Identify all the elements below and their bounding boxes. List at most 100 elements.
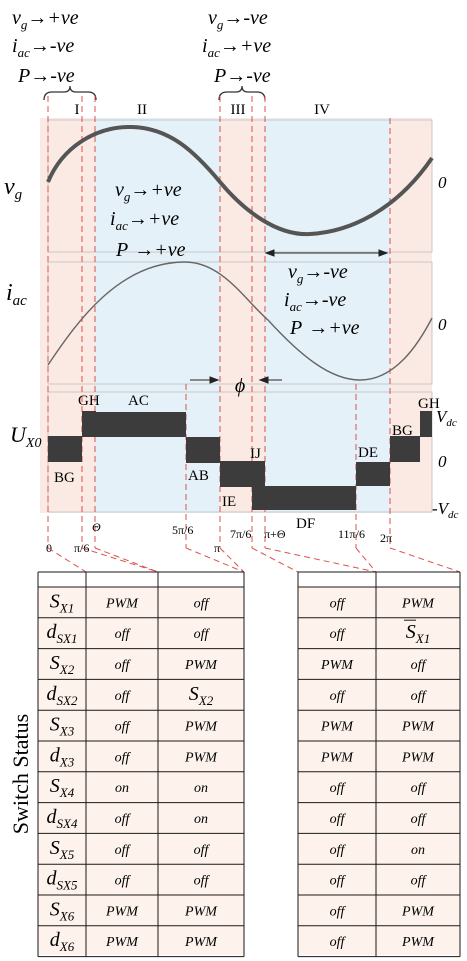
row-label-4: SX3 <box>50 714 75 739</box>
cell-r9-c1: off <box>115 874 132 889</box>
table-right-bg <box>298 587 460 955</box>
row-label-6: SX4 <box>50 775 75 800</box>
seg-label-df: DF <box>296 516 315 532</box>
cell-r8-c1: off <box>115 843 132 858</box>
vg-note-0: vg→+ve <box>115 179 182 204</box>
x-ticks-lower: 0 π/6 π <box>46 541 220 555</box>
header-col1-line-2: P→-ve <box>17 65 75 87</box>
ux0-zero-label: 0 <box>438 452 447 471</box>
iac-axis-label: iac <box>6 280 27 309</box>
tick-pi6: π/6 <box>74 541 89 555</box>
phi-label: ϕ <box>235 375 245 397</box>
row-label-3: dSX2 <box>47 683 78 708</box>
cell-r5-c1: off <box>115 750 132 765</box>
cell-r4-c4: PWM <box>401 720 435 735</box>
row-label-0: SX1 <box>50 590 74 615</box>
iac-note-0: vg→-ve <box>288 261 348 286</box>
row-label-10: SX6 <box>50 898 75 923</box>
seg-label-ij: IJ <box>250 446 261 462</box>
tick-7pi6: 7π/6 <box>230 527 251 541</box>
cell-r11-c1: PWM <box>105 935 139 950</box>
cell-r9-c3: off <box>330 874 347 889</box>
cell-r11-c4: PWM <box>401 935 435 950</box>
cell-r1-c2: off <box>194 627 211 642</box>
ux0-neg-vdc-label: -Vdc <box>432 499 459 521</box>
cell-r7-c2: on <box>194 812 208 827</box>
brace-region-III <box>218 85 266 101</box>
segment-labels: GH AC BG AB IE IJ DF DE BG GH <box>54 393 440 532</box>
x-ticks-upper: Θ 5π/6 7π/6 π+Θ 11π/6 2π <box>92 520 392 545</box>
cell-r7-c1: off <box>115 812 132 827</box>
header-col1-line-0: vg→+ve <box>12 7 79 32</box>
iac-waveform <box>47 261 433 381</box>
seg-label-ac: AC <box>128 393 149 409</box>
cell-r6-c3: off <box>330 781 347 796</box>
cell-r8-c4: on <box>411 843 425 858</box>
tick-2pi: 2π <box>380 531 392 545</box>
bar-de <box>356 462 390 486</box>
cell-r8-c3: off <box>330 843 347 858</box>
bar-gh-left <box>82 411 96 437</box>
tick-pi-theta: π+Θ <box>264 527 286 541</box>
cell-r11-c3: off <box>330 935 347 950</box>
cell-r1-c1: off <box>115 627 132 642</box>
ux0-axis-label: UX0 <box>10 422 41 451</box>
cell-r3-c3: off <box>330 689 347 704</box>
iac-note-1: iac→-ve <box>284 289 346 314</box>
cell-r4-c3: PWM <box>320 720 354 735</box>
tick-theta: Θ <box>92 520 101 534</box>
ux0-vdc-label: Vdc <box>436 407 457 429</box>
tick-5pi6: 5π/6 <box>172 523 193 537</box>
table-grid <box>37 571 461 958</box>
cell-r4-c1: off <box>115 720 132 735</box>
brace-region-I <box>43 85 97 101</box>
bar-ie <box>220 461 252 487</box>
bar-ij <box>252 461 265 487</box>
region-III-shade <box>220 118 265 513</box>
cell-r1-c4: SX1 <box>406 621 430 646</box>
cell-r3-c4: off <box>411 689 428 704</box>
region-IV-shade <box>265 118 390 513</box>
region-labels: I II III IV <box>75 102 331 118</box>
bar-bg-right <box>390 436 420 462</box>
vg-axis-label: vg <box>4 174 23 203</box>
header-col1-line-1: iac→-ve <box>12 35 74 60</box>
cell-r2-c1: off <box>115 658 132 673</box>
row-label-1: dSX1 <box>47 621 78 646</box>
cell-r2-c4: off <box>411 658 428 673</box>
tick-0: 0 <box>46 541 52 555</box>
cell-r2-c2: PWM <box>184 658 218 673</box>
cell-r0-c3: off <box>330 596 347 611</box>
vg-zero-label: 0 <box>438 173 447 192</box>
iac-notes: vg→-ve iac→-ve P→+ve <box>284 261 360 339</box>
row-label-9: dSX5 <box>47 868 78 893</box>
cell-r7-c4: off <box>411 812 428 827</box>
cell-r5-c2: PWM <box>184 750 218 765</box>
cell-r7-c3: off <box>330 812 347 827</box>
row-label-11: dX6 <box>50 929 75 954</box>
seg-label-ie: IE <box>222 494 236 510</box>
seg-label-bg-left: BG <box>54 470 75 486</box>
vg-note-1: iac→+ve <box>110 208 179 233</box>
phi-indicator <box>190 376 282 384</box>
cell-r6-c4: off <box>411 781 428 796</box>
region-label-II: II <box>137 102 147 118</box>
bar-bg-left <box>48 436 82 462</box>
header-col2: vg→-ve iac→+ve P→-ve <box>202 7 271 87</box>
vg-waveform <box>46 124 434 237</box>
region-label-IV: IV <box>314 102 330 118</box>
bar-ab <box>186 437 220 463</box>
header-col2-line-2: P→-ve <box>213 65 271 87</box>
ux0-bars <box>48 411 432 510</box>
tick-11pi6: 11π/6 <box>338 527 365 541</box>
bar-gh-right <box>420 411 432 437</box>
cell-r10-c3: off <box>330 904 347 919</box>
dashed-guides <box>47 96 391 548</box>
region-label-I: I <box>75 102 80 118</box>
iac-frame <box>47 261 433 385</box>
cell-r0-c1: PWM <box>105 596 139 611</box>
cell-r6-c1: on <box>115 781 129 796</box>
cell-r6-c2: on <box>194 781 208 796</box>
cell-r10-c1: PWM <box>105 904 139 919</box>
